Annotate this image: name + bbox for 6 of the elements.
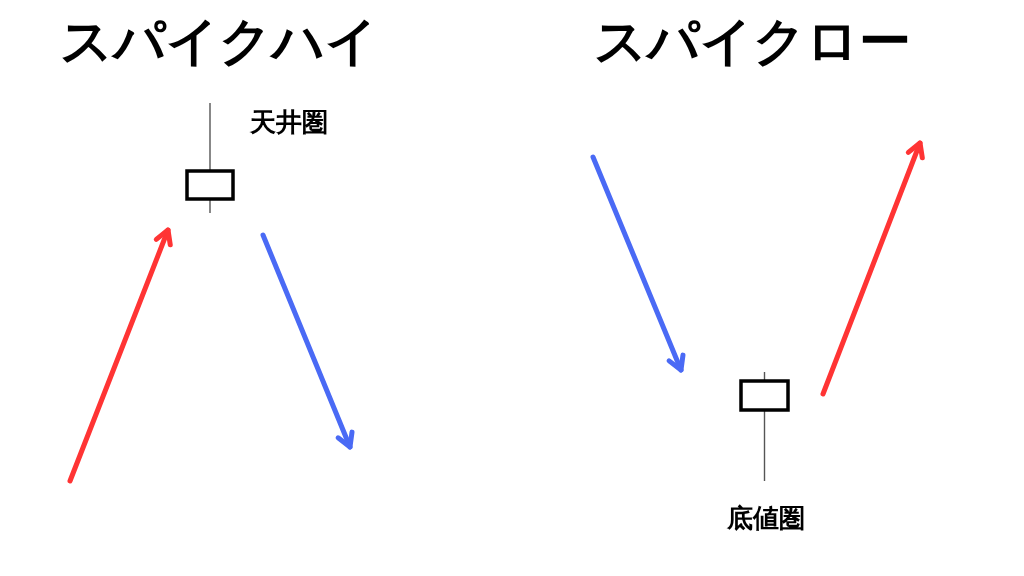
zone-label: 天井圏	[250, 109, 328, 135]
candlestick	[739, 371, 790, 482]
heading: スパイクハイ	[60, 15, 378, 67]
zone-label: 底値圏	[727, 505, 805, 531]
heading: スパイクロー	[594, 15, 911, 67]
candlestick	[185, 102, 235, 214]
